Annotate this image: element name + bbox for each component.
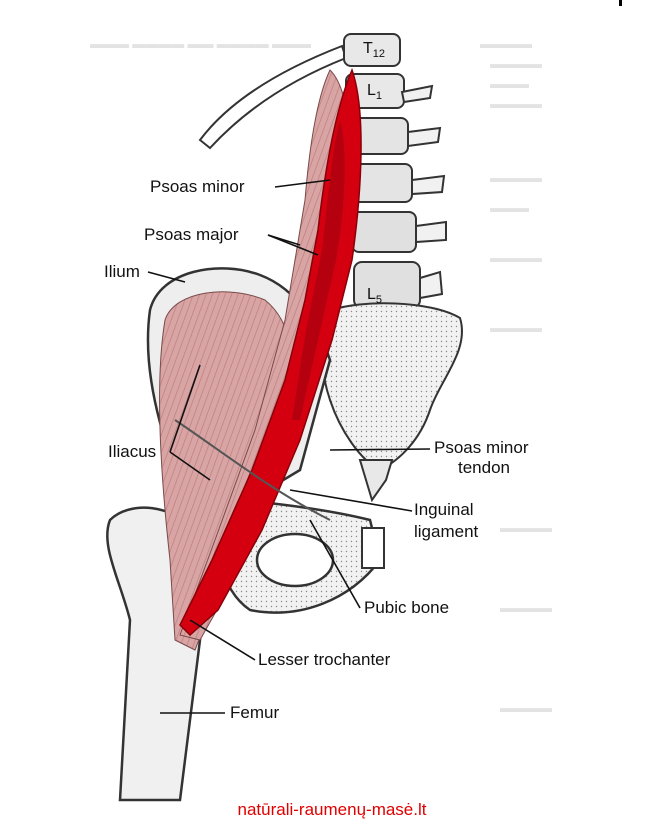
label-psoas-major: Psoas major [144, 225, 239, 244]
label-psoas-minor-tendon-2: tendon [458, 458, 510, 477]
caption-link[interactable]: natūrali-raumenų-masė.lt [237, 800, 427, 819]
sacrum [321, 302, 463, 472]
corner-mark [619, 0, 622, 6]
label-pubic-bone: Pubic bone [364, 598, 450, 617]
vertebra-l1-label: L1 [367, 82, 383, 103]
label-psoas-minor: Psoas minor [150, 177, 245, 196]
psoas-minor-highlight [292, 120, 345, 420]
inguinal-ligament-line [174, 419, 331, 521]
psoas-highlight [179, 67, 362, 637]
vertebra-l5-label: L5 [367, 286, 383, 307]
label-ilium: Ilium [104, 262, 140, 281]
label-iliacus: Iliacus [108, 442, 157, 461]
vertebral-column [343, 33, 447, 309]
label-inguinal-2: ligament [414, 522, 479, 541]
pubic-symphysis [361, 527, 385, 569]
leader-lines [147, 179, 431, 714]
label-lesser-trochanter: Lesser trochanter [258, 650, 391, 669]
label-psoas-minor-tendon-1: Psoas minor [434, 438, 529, 457]
coccyx [358, 459, 394, 503]
vertebra-t12-label: T12 [363, 40, 386, 61]
label-femur: Femur [230, 703, 280, 722]
label-inguinal-1: Inguinal [414, 500, 474, 519]
